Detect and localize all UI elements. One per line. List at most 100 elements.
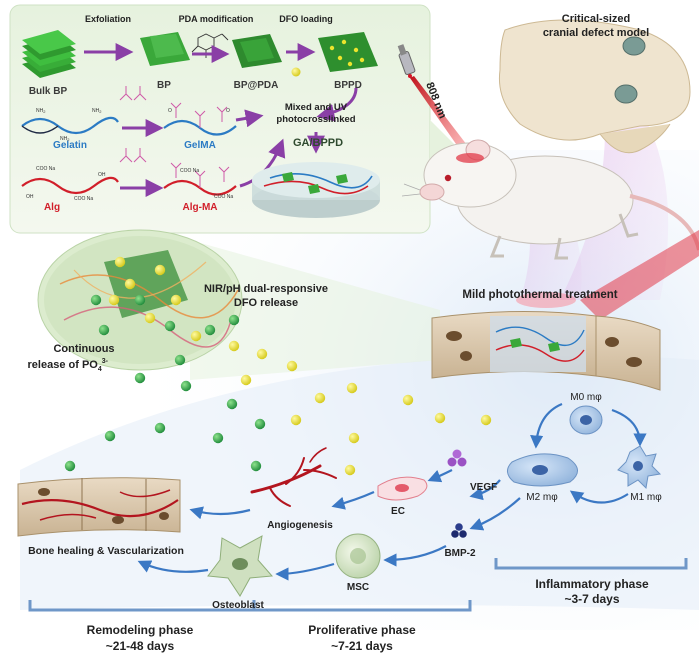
label-m0: M0 mφ — [570, 392, 602, 403]
arrow-msc-to-osteoblast — [275, 562, 335, 581]
red-beam — [580, 230, 699, 320]
phosphate-ion — [104, 430, 116, 442]
chem-o-1: O — [168, 108, 172, 114]
phosphate-ion — [154, 422, 166, 434]
rat-illustration — [401, 139, 699, 260]
bp-pda-sheet — [232, 34, 282, 68]
label-dfo-loading: DFO loading — [279, 14, 333, 24]
bulk-bp-stack — [22, 30, 76, 78]
blue-band — [20, 354, 699, 610]
label-remodeling-days: ~21-48 days — [106, 639, 175, 653]
label-osteoblast: Osteoblast — [212, 600, 264, 611]
phosphate-ion — [250, 460, 262, 472]
ga-bppd-hydrogel-disc — [252, 162, 380, 218]
label-proliferative-days: ~7-21 days — [331, 639, 393, 653]
arrow-bppd-to-mix — [316, 87, 358, 122]
label-nir-2: DFO release — [234, 297, 298, 309]
bone-defect-segment — [431, 292, 661, 391]
dfo-molecule — [348, 432, 360, 444]
phosphate-ion — [90, 294, 102, 306]
phosphate-ion — [180, 380, 192, 392]
chem-nh2-1: NH2 — [36, 108, 46, 114]
chem-nh2-3: NH2 — [92, 108, 102, 114]
label-gelma: GelMA — [184, 140, 216, 151]
dfo-molecule — [344, 464, 356, 476]
laser-pen-icon — [397, 44, 416, 78]
label-msc: MSC — [347, 582, 369, 593]
label-bppd: BPPD — [334, 80, 362, 91]
arrow-ec-to-angio — [331, 490, 375, 510]
dfo-molecule — [314, 392, 326, 404]
label-model-title-2: cranial defect model — [543, 27, 649, 39]
alg-chain — [21, 176, 119, 195]
bppd-sheet — [318, 32, 378, 72]
label-nir-1: NIR/pH dual-responsive — [204, 283, 328, 295]
phosphate-ion — [134, 294, 146, 306]
label-ga-bppd: GA/BPPD — [293, 137, 343, 149]
label-bp: BP — [157, 80, 171, 91]
phosphate-ion — [174, 354, 186, 366]
label-bulk-bp: Bulk BP — [29, 86, 68, 97]
gelatin-chain — [21, 116, 119, 135]
dfo-molecule — [290, 414, 302, 426]
label-continuous: Continuous — [53, 343, 114, 355]
chem-oh-1: OH — [26, 194, 34, 200]
angiogenesis-vessels-icon — [250, 447, 337, 507]
phosphate-ion — [164, 320, 176, 332]
phosphate-ion — [64, 460, 76, 472]
label-remodeling-phase: Remodeling phase — [87, 623, 194, 637]
dfo-molecule — [190, 330, 202, 342]
chem-coo-2: COO Na — [74, 196, 93, 202]
label-mild-photothermal: Mild photothermal treatment — [462, 289, 617, 301]
phosphate-ion — [228, 314, 240, 326]
dfo-molecule — [108, 294, 120, 306]
methacrylate-groups-gelma — [170, 102, 228, 128]
healed-bone-icon — [17, 477, 181, 537]
chem-coo-3: COO Na — [180, 168, 199, 174]
label-proliferative-phase: Proliferative phase — [308, 623, 416, 637]
arrow-gelma-to-mix — [235, 109, 264, 128]
label-alg-ma: Alg-MA — [183, 202, 218, 213]
phosphate-ion — [226, 398, 238, 410]
dfo-molecule — [480, 414, 492, 426]
label-angiogenesis: Angiogenesis — [267, 520, 333, 531]
label-model-title-1: Critical-sized — [562, 13, 630, 25]
chem-o-2: O — [226, 108, 230, 114]
chem-nh2-2: NH2 — [60, 136, 70, 142]
dfo-molecule — [286, 360, 298, 372]
chem-coo-1: COO Na — [36, 166, 55, 172]
arrow-osteoblast-to-bone — [137, 560, 209, 573]
label-exfoliation: Exfoliation — [85, 14, 131, 24]
dfo-molecule — [124, 278, 136, 290]
label-inflammatory-phase: Inflammatory phase — [535, 577, 649, 591]
phase-brackets — [28, 558, 688, 612]
cranial-skull-model — [498, 19, 691, 154]
label-alg: Alg — [44, 202, 60, 213]
dfo-molecule — [402, 394, 414, 406]
dfo-molecule — [170, 294, 182, 306]
arrow-angio-to-bone — [189, 506, 251, 520]
dfo-molecule-icon — [291, 67, 301, 77]
dfo-molecule — [256, 348, 268, 360]
vegf-icon — [447, 449, 467, 467]
label-vegf: VEGF — [470, 482, 497, 493]
label-bone-healing: Bone healing & Vascularization — [28, 545, 184, 557]
label-pda-modification: PDA modification — [179, 14, 254, 24]
phosphate-ion — [98, 324, 110, 336]
arrow-m2-to-bmp2 — [469, 497, 521, 531]
phosphate-ion — [204, 324, 216, 336]
released-molecules — [64, 256, 492, 476]
phosphate-ion — [212, 432, 224, 444]
bmp2-icon — [451, 523, 467, 538]
label-photocrosslinked: photocrosslinked — [276, 114, 355, 125]
label-release-of: release of PO43- — [28, 358, 109, 373]
arrow-bmp2-to-msc — [383, 545, 447, 567]
methacrylate-anhydride-icon — [119, 86, 147, 163]
arrow-m2-to-vegf — [469, 479, 501, 501]
bp-sheet — [140, 32, 190, 66]
dfo-molecule — [144, 312, 156, 324]
label-m1: M1 mφ — [630, 492, 662, 503]
chem-coo-4: COO Na — [214, 194, 233, 200]
